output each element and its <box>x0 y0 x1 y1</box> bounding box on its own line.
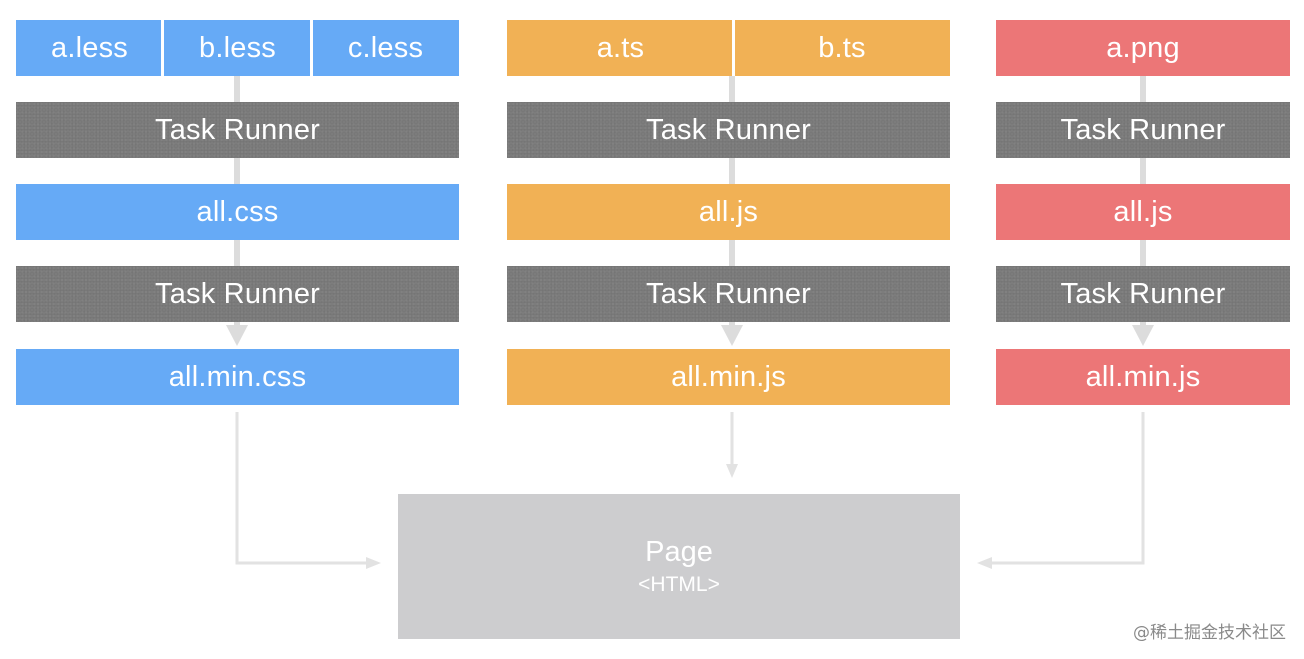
col2-intermediate-all-js: all.js <box>507 184 950 240</box>
png-to-page-line <box>990 412 1145 565</box>
col1-task-runner-2: Task Runner <box>16 266 459 322</box>
source-b-less: b.less <box>163 20 312 76</box>
col3-task-runner-2: Task Runner <box>996 266 1290 322</box>
col1-arrowhead <box>226 325 248 346</box>
col3-intermediate-all-js: all.js <box>996 184 1290 240</box>
col3-output-all-min-js: all.min.js <box>996 349 1290 405</box>
col1-task-runner-1: Task Runner <box>16 102 459 158</box>
source-a-less: a.less <box>16 20 163 76</box>
page-html-box: Page <HTML> <box>398 494 960 639</box>
page-subtitle: <HTML> <box>638 573 720 596</box>
css-to-page-line <box>235 412 368 565</box>
col3-arrowhead <box>1132 325 1154 346</box>
js-to-page-arrowhead <box>726 464 738 478</box>
source-b-ts: b.ts <box>734 20 950 76</box>
col2-arrowhead <box>721 325 743 346</box>
source-separator <box>161 20 164 76</box>
col2-output-all-min-js: all.min.js <box>507 349 950 405</box>
page-title: Page <box>645 536 713 568</box>
col1-output-all-min-css: all.min.css <box>16 349 459 405</box>
png-to-page-arrowhead <box>977 557 992 569</box>
source-c-less: c.less <box>312 20 459 76</box>
watermark: @稀土掘金技术社区 <box>1133 623 1286 643</box>
col1-intermediate-all-css: all.css <box>16 184 459 240</box>
source-a-png: a.png <box>996 20 1290 76</box>
col3-task-runner-1: Task Runner <box>996 102 1290 158</box>
source-separator <box>310 20 313 76</box>
css-to-page-arrowhead <box>366 557 381 569</box>
col2-task-runner-2: Task Runner <box>507 266 950 322</box>
source-separator <box>732 20 735 76</box>
source-a-ts: a.ts <box>507 20 734 76</box>
col2-task-runner-1: Task Runner <box>507 102 950 158</box>
